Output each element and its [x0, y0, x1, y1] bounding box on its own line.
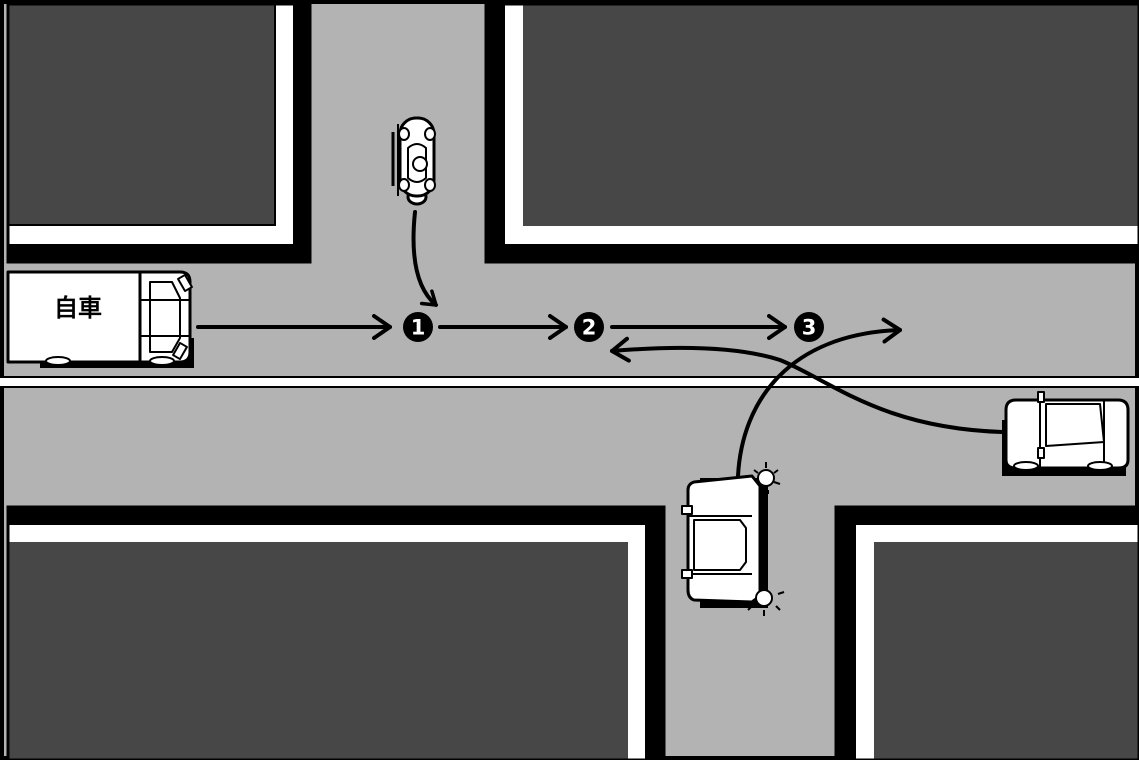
police-car-icon [681, 474, 768, 608]
city-block-bottom-left [6, 505, 666, 760]
city-block-bottom-right [834, 505, 1139, 760]
marker-1: 1 [403, 312, 433, 342]
center-lane-line [0, 376, 1139, 388]
arrow-motorcycle-turn [411, 210, 438, 307]
marker-3: 3 [794, 312, 824, 342]
arrow-police-car-path [736, 317, 902, 478]
own-vehicle-label: 自車 [54, 294, 102, 322]
marker-3-label: 3 [802, 316, 817, 340]
city-block-top-left [6, 2, 312, 264]
motorcycle-icon [391, 116, 436, 206]
truck-icon [6, 270, 194, 368]
city-block-top-right [484, 2, 1139, 264]
marker-2-label: 2 [582, 316, 597, 340]
arrow-oncoming-car-path [610, 336, 1004, 434]
marker-1-label: 1 [411, 316, 426, 340]
path-arrows [196, 210, 1004, 478]
oncoming-car-icon [1002, 391, 1130, 476]
marker-2: 2 [574, 312, 604, 342]
siren-icon [747, 582, 785, 616]
siren-icon [753, 462, 781, 494]
